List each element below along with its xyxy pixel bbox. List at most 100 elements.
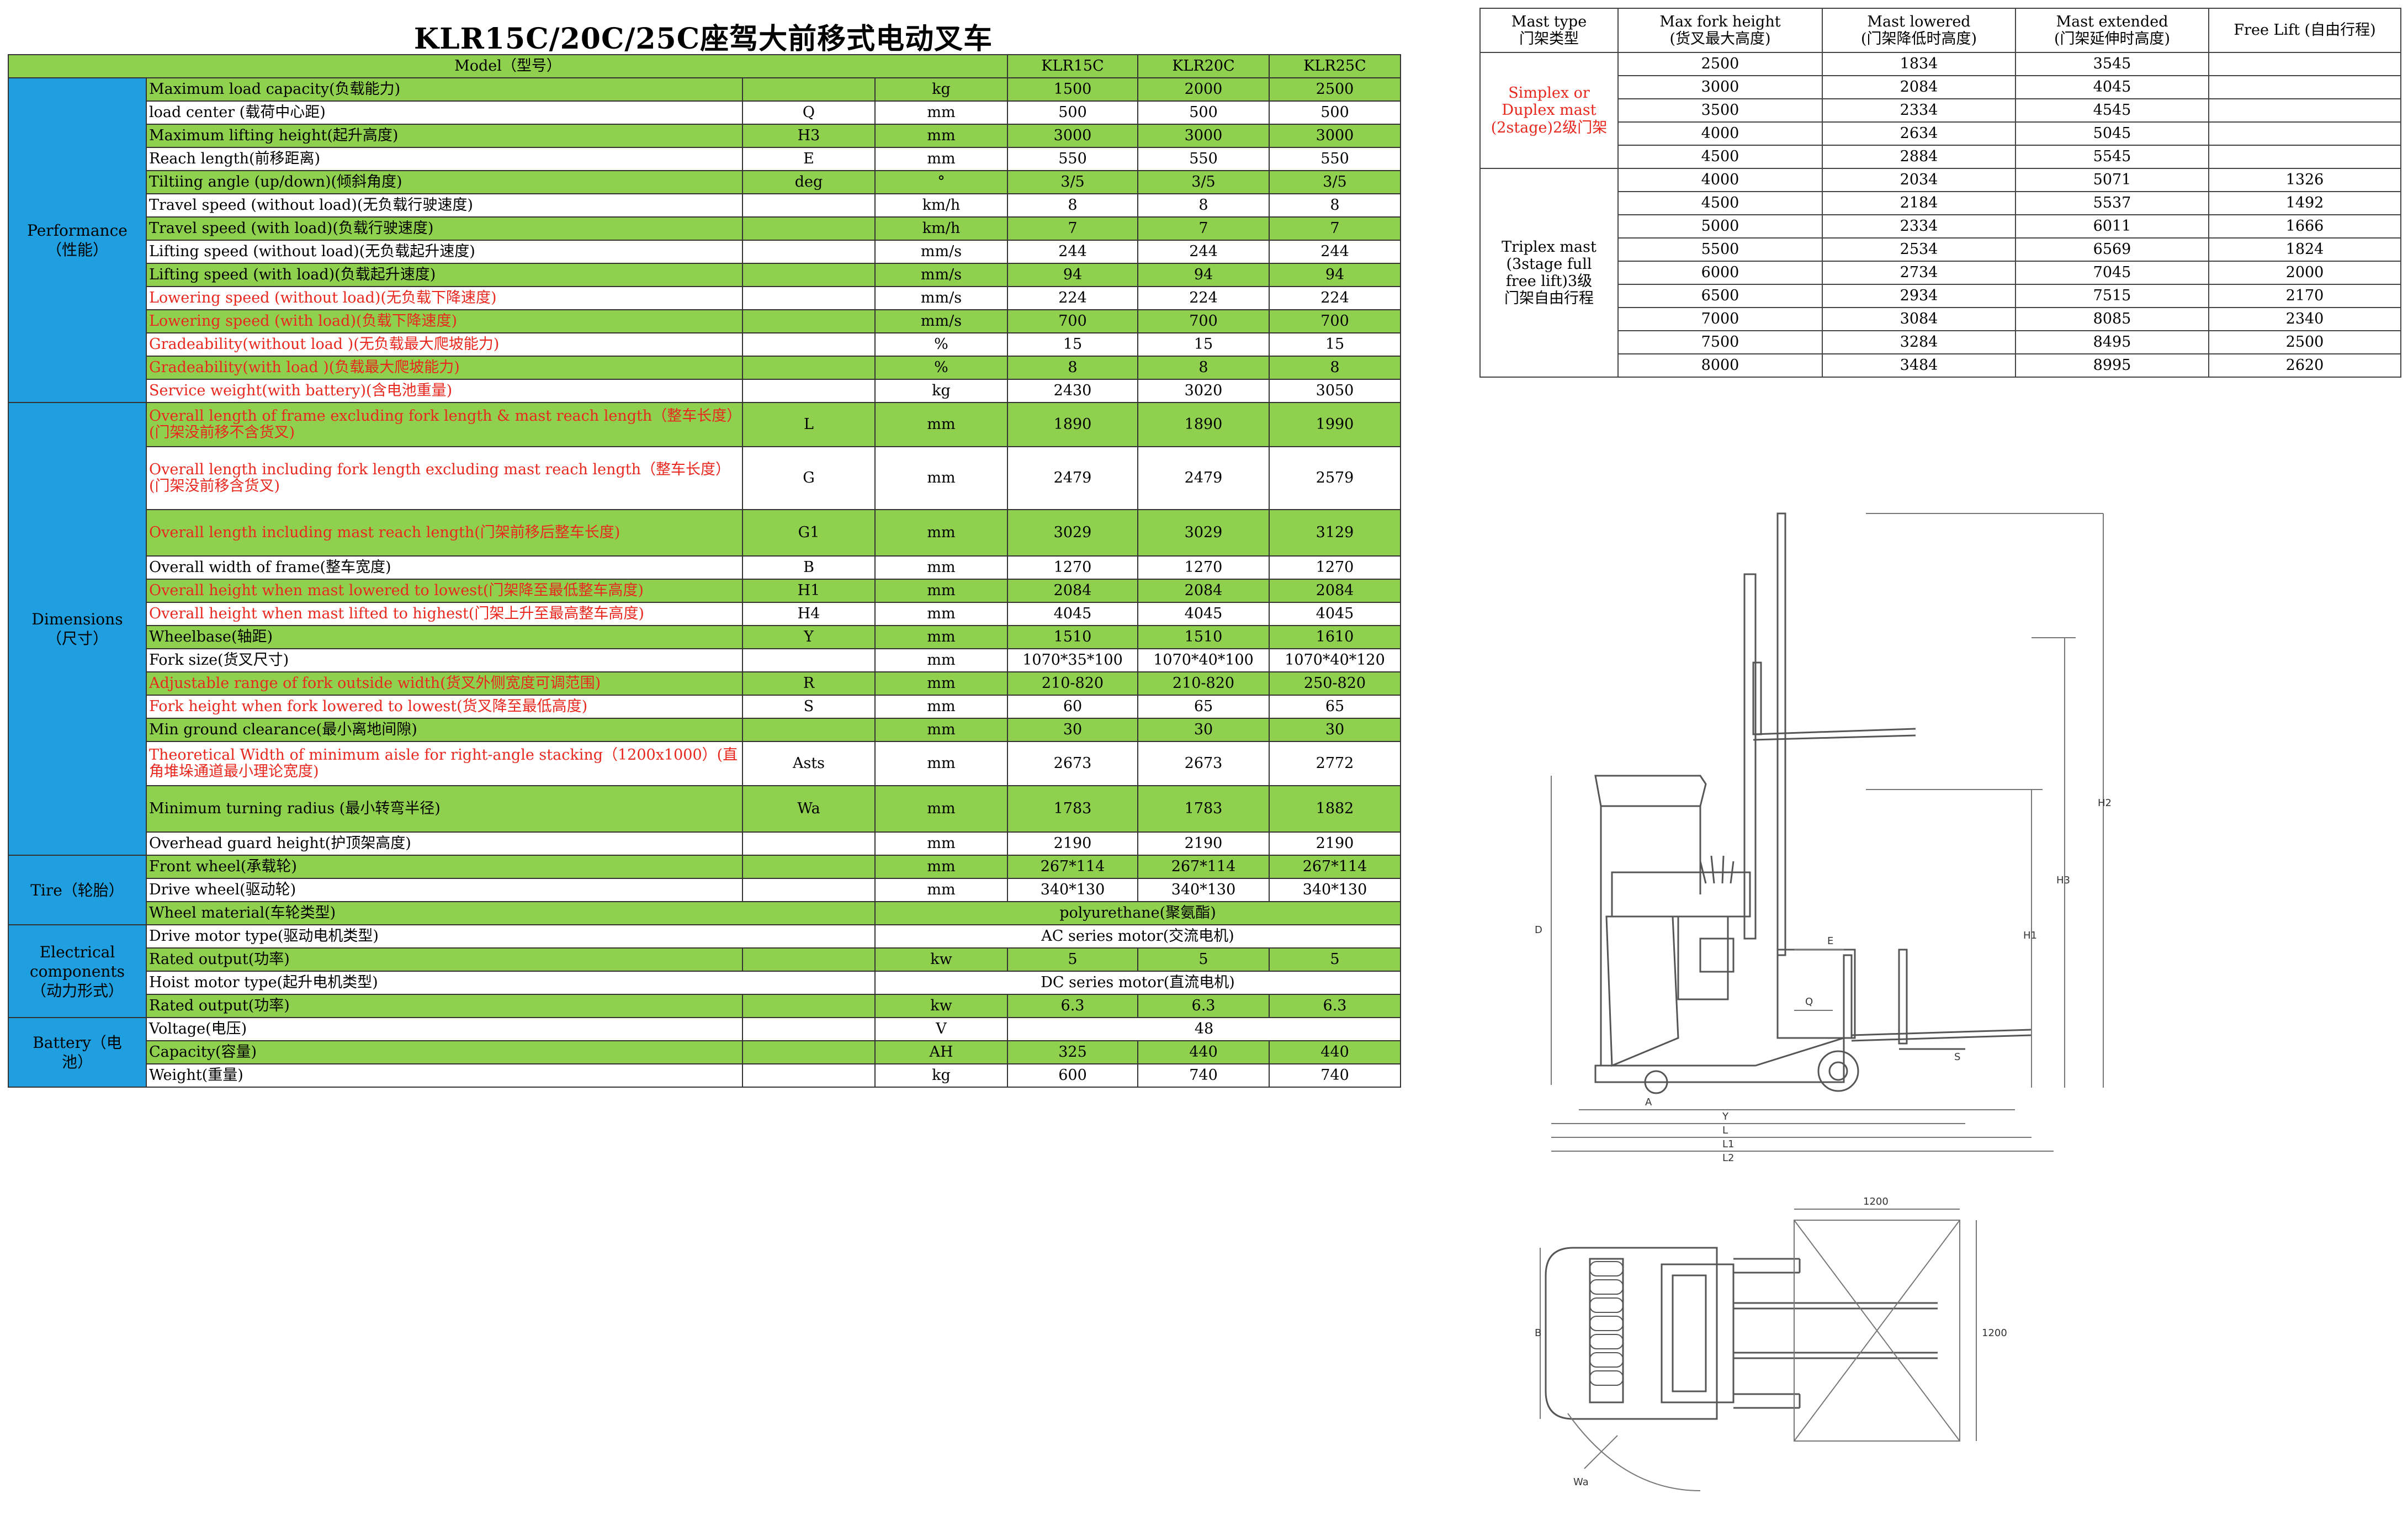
spec-row-symbol [742,831,876,856]
mast-value-cell [2208,75,2401,99]
spec-row-unit: % [874,356,1008,380]
dim-label-width-right: 1200 [1982,1327,2007,1339]
spec-row-value: 4045 [1007,602,1138,626]
dim-label-e: E [1827,935,1833,947]
spec-row-value: 3/5 [1137,170,1270,194]
forklift-technical-drawings: D H2 H3 H1 E Q S A Y L L1 L2 [1535,512,2112,1491]
spec-row-unit: ° [874,170,1008,194]
spec-header-model-label: Model（型号） [8,54,1008,78]
spec-row-label: load center (载荷中心距) [146,100,743,125]
spec-row-value: 8 [1137,193,1270,218]
mast-value-cell: 3000 [1617,75,1823,99]
spec-row: Overall height when mast lowered to lowe… [8,579,1401,603]
mast-value-cell: 1492 [2208,191,2401,215]
spec-row-label: Minimum turning radius (最小转弯半径) [146,785,743,833]
spec-row-value: 1783 [1137,785,1270,833]
spec-row-unit: mm [874,100,1008,125]
spec-row-label: Overall length including mast reach leng… [146,509,743,557]
spec-row-unit: % [874,332,1008,357]
spec-row-symbol [742,1063,876,1088]
spec-row-unit: V [874,1017,1008,1041]
dim-label-l1: L1 [1722,1138,1734,1150]
spec-row-value: 15 [1007,332,1138,357]
spec-row-value: 3029 [1137,509,1270,557]
spec-row-value: 340*130 [1137,878,1270,902]
mast-value-cell: 3084 [1822,307,2016,331]
spec-row-value: 244 [1007,240,1138,264]
spec-row-value: 2673 [1137,741,1270,786]
mast-value-cell: 2534 [1822,237,2016,262]
spec-row-value: 2084 [1269,579,1401,603]
spec-row-value: 5 [1269,947,1401,972]
spec-row-symbol: G [742,446,876,510]
mast-value-cell: 3545 [2015,52,2209,76]
spec-row-value: 2479 [1007,446,1138,510]
spec-row-value: 30 [1007,718,1138,742]
mast-value-cell: 2934 [1822,284,2016,308]
spec-row-symbol [742,193,876,218]
spec-row-value: 3129 [1269,509,1401,557]
spec-row-value: 244 [1137,240,1270,264]
spec-row-unit: mm [874,718,1008,742]
mast-type-cell: Triplex mast (3stage full free lift)3级 门… [1479,168,1619,378]
spec-row: Wheel material(车轮类型)polyurethane(聚氨酯) [8,901,1401,925]
spec-row-value: 1500 [1007,77,1138,102]
mast-value-cell: 4045 [2015,75,2209,99]
spec-row-label: Drive wheel(驱动轮) [146,878,743,902]
spec-row-value: 8 [1007,356,1138,380]
spec-row-value: 30 [1269,718,1401,742]
spec-row-value: 1070*40*120 [1269,648,1401,672]
mast-header-cell: Mast lowered (门架降低时高度) [1822,8,2016,53]
mast-value-cell: 4000 [1617,168,1823,192]
spec-row-label: Voltage(电压) [146,1017,743,1041]
spec-group-label: Performance （性能） [8,77,147,403]
spec-row-label: Travel speed (with load)(负载行驶速度) [146,216,743,241]
spec-row-label: Capacity(容量) [146,1040,743,1064]
spec-row-value: 1070*40*100 [1137,648,1270,672]
mast-value-cell: 2334 [1822,214,2016,239]
mast-value-cell: 2084 [1822,75,2016,99]
spec-row-value: 1510 [1137,625,1270,649]
spec-row-symbol: Y [742,625,876,649]
spec-row-label: Theoretical Width of minimum aisle for r… [146,741,743,786]
mast-value-cell: 5545 [2015,145,2209,169]
spec-row-value: 2084 [1007,579,1138,603]
spec-row-label: Maximum load capacity(负载能力) [146,77,743,102]
spec-row-label: Wheel material(车轮类型) [146,901,876,925]
spec-row-unit: mm [874,147,1008,171]
dim-label-s: S [1954,1051,1960,1063]
spec-row-symbol: Wa [742,785,876,833]
spec-row-label: Min ground clearance(最小离地间隙) [146,718,743,742]
spec-row-value: 5 [1007,947,1138,972]
spec-row-merged-value: polyurethane(聚氨酯) [874,901,1401,925]
spec-row-value: 1890 [1137,402,1270,447]
spec-row-value: 1070*35*100 [1007,648,1138,672]
spec-row-value: 7 [1007,216,1138,241]
spec-row-value: 6.3 [1137,994,1270,1018]
top-view-drawing [1545,1247,1938,1420]
spec-row-unit: mm [874,625,1008,649]
spec-row-merged-value: DC series motor(直流电机) [874,971,1401,995]
spec-row-symbol: S [742,695,876,719]
spec-row-value: 550 [1137,147,1270,171]
spec-row-value: 2430 [1007,379,1138,403]
mast-value-cell: 6500 [1617,284,1823,308]
spec-row-value: 2579 [1269,446,1401,510]
spec-row-label: Fork height when fork lowered to lowest(… [146,695,743,719]
spec-row-label: Overall height when mast lowered to lowe… [146,579,743,603]
spec-row-symbol: deg [742,170,876,194]
spec-row: Theoretical Width of minimum aisle for r… [8,741,1401,786]
dim-label-h2: H2 [2098,797,2112,809]
